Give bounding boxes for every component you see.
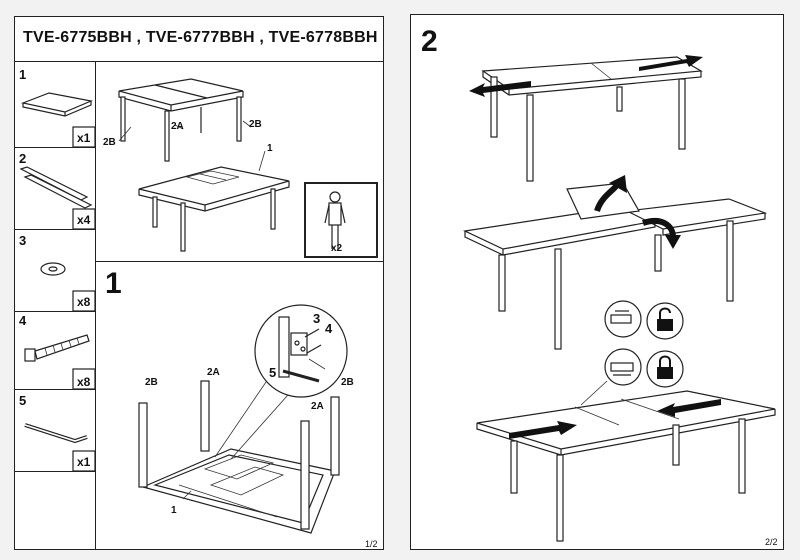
cell-divider (15, 311, 95, 312)
part-quantity: x1 (77, 131, 91, 145)
part-label: 2B (249, 119, 262, 130)
part-quantity: x8 (77, 295, 91, 309)
instruction-page-1: TVE-6775BBH , TVE-6777BBH , TVE-6778BBH … (14, 16, 384, 550)
quantity-box (72, 290, 96, 312)
detail-callout (254, 304, 348, 398)
table-top-icon (20, 92, 94, 117)
push-left-arrow-icon (657, 399, 721, 417)
table-opening-drawing (462, 182, 768, 350)
part-label: 2A (207, 367, 220, 378)
assembled-table-drawing (118, 78, 252, 162)
lift-up-arrow-icon (594, 175, 627, 213)
leg (330, 396, 340, 476)
leg-rail-icon (19, 166, 93, 209)
part-label: 2A (171, 121, 184, 132)
latch-open-detail (604, 300, 642, 338)
part-quantity: x8 (77, 375, 91, 389)
cell-divider (15, 147, 95, 148)
part-number: 5 (19, 393, 27, 408)
step-number: 1 (105, 267, 122, 300)
extended-table-drawing (138, 150, 290, 252)
part-label: 2A (311, 401, 324, 412)
part-number: 4 (19, 313, 27, 328)
part-number: 2 (19, 151, 27, 166)
quantity-box (72, 368, 96, 390)
quantity-box (72, 450, 96, 472)
detail-label: 4 (325, 321, 333, 336)
leg (300, 420, 310, 530)
part-label: 1 (267, 143, 273, 154)
leg (138, 402, 148, 488)
locked-padlock-icon (646, 350, 684, 388)
detail-label: 3 (313, 311, 321, 326)
table-extended-drawing (476, 390, 776, 542)
model-title: TVE-6775BBH , TVE-6777BBH , TVE-6778BBH (23, 29, 378, 46)
part-label: 1 (171, 505, 177, 516)
part-label: 2B (103, 137, 116, 148)
table-underside-drawing (138, 356, 340, 534)
leg (200, 380, 210, 452)
flip-down-arrow-icon (642, 217, 681, 249)
callout-line (580, 380, 608, 406)
page2-drawings (462, 55, 776, 542)
cell-divider (15, 471, 95, 472)
page-number: 1/2 (365, 539, 378, 549)
part-number: 1 (19, 67, 27, 82)
bolt-icon (24, 334, 90, 362)
person-box (304, 182, 378, 258)
title-divider (15, 61, 383, 62)
cell-divider (15, 389, 95, 390)
page1-drawings (19, 78, 378, 534)
part-number: 3 (19, 233, 27, 248)
person-icon (324, 191, 346, 249)
pull-right-arrow-icon (639, 55, 703, 71)
part-quantity: x1 (77, 455, 91, 469)
detail-label: 5 (269, 365, 277, 380)
push-right-arrow-icon (509, 421, 577, 439)
page-number: 2/2 (765, 537, 778, 547)
pull-left-arrow-icon (469, 81, 531, 97)
step-number: 2 (421, 25, 438, 58)
part-quantity: x4 (77, 213, 91, 227)
part-label: 2B (341, 377, 354, 388)
quantity-box (72, 208, 96, 230)
unlocked-padlock-icon (646, 302, 684, 340)
allen-key-icon (24, 423, 88, 444)
table-closed-drawing (481, 56, 703, 182)
part-label: 2B (145, 377, 158, 388)
step-divider (95, 261, 383, 262)
washer-icon (40, 262, 66, 276)
latch-closed-detail (604, 348, 642, 386)
cell-divider (15, 229, 95, 230)
quantity-box (72, 126, 96, 148)
instruction-page-2: 2 (410, 14, 784, 550)
persons-count: x2 (331, 243, 343, 254)
